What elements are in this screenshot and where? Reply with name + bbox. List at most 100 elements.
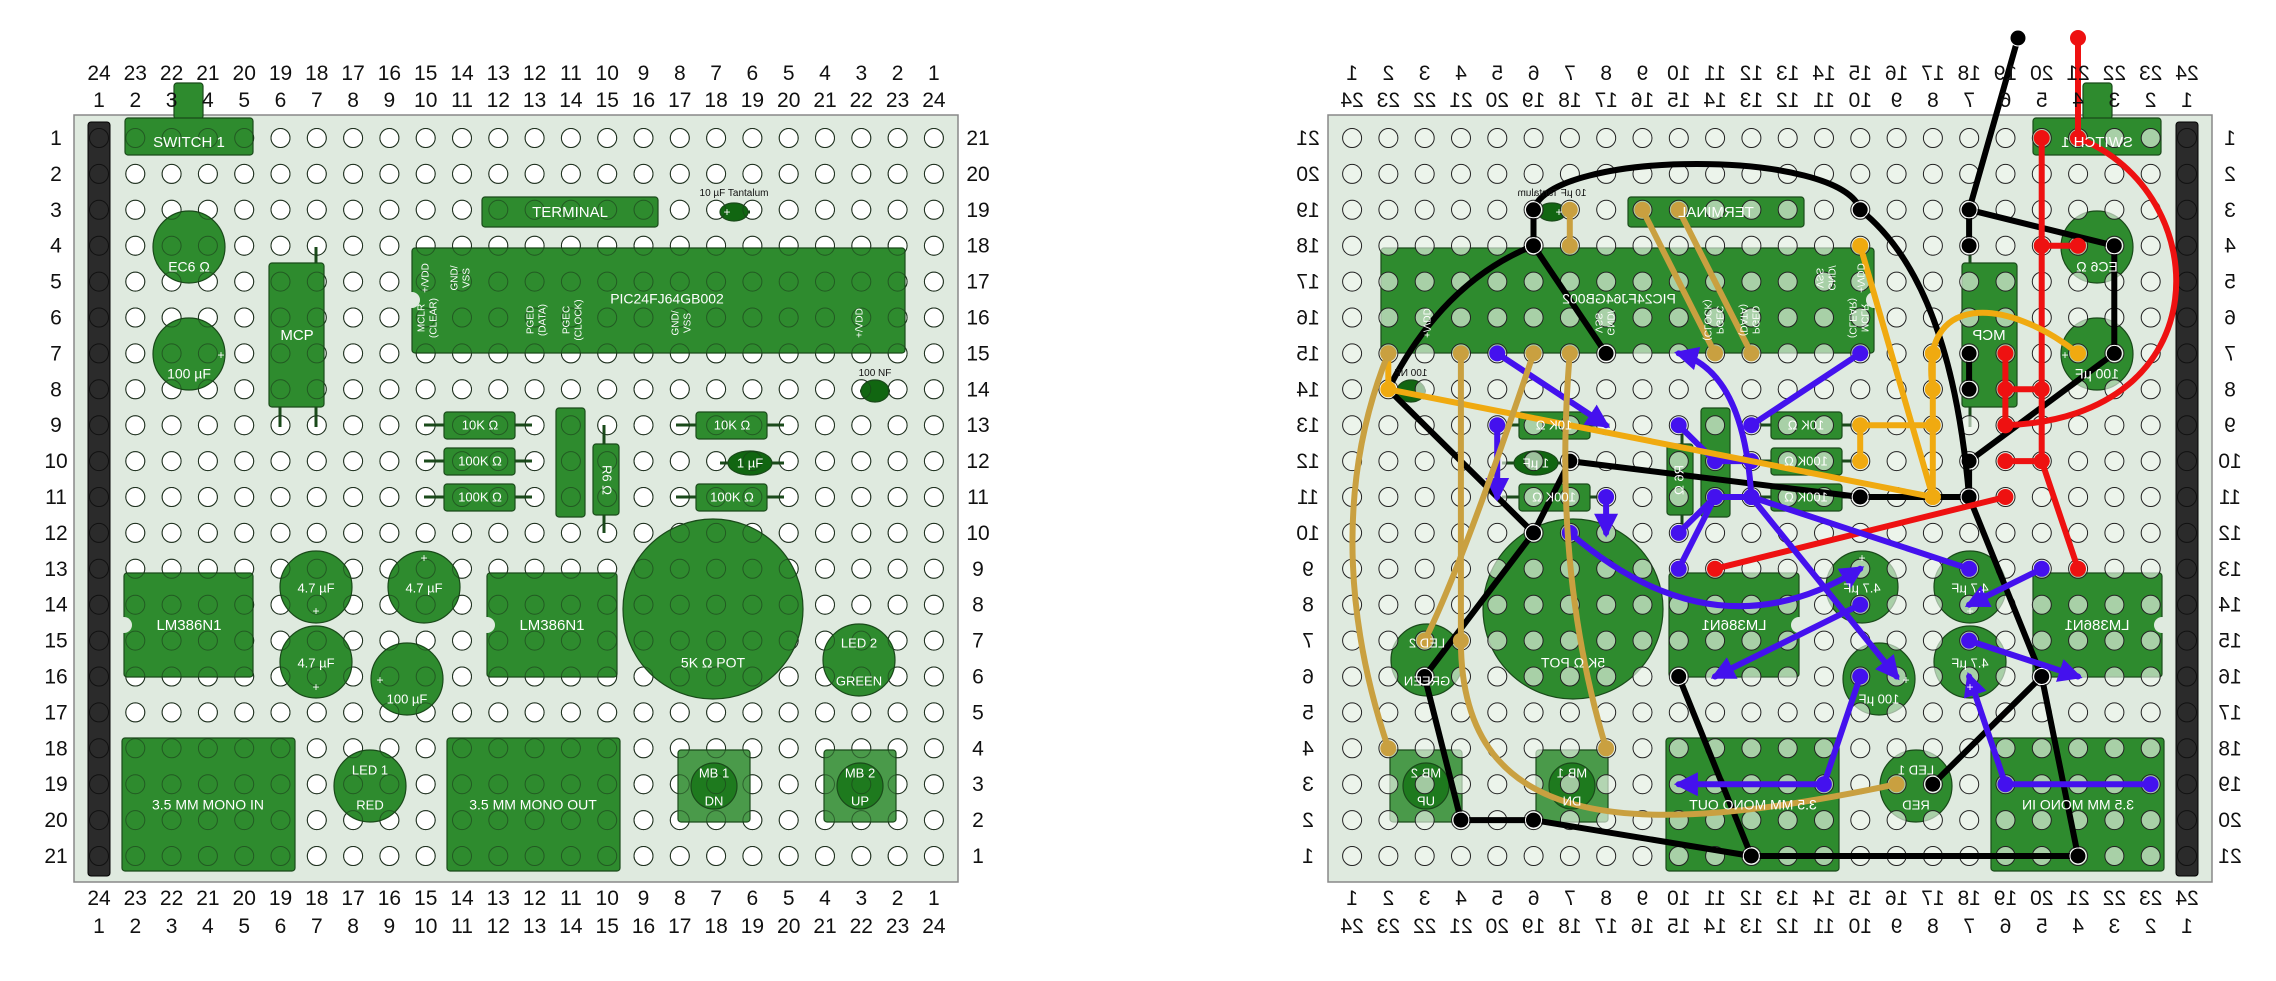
hole (2104, 738, 2125, 759)
hole (778, 487, 799, 507)
button-label: DN (1563, 793, 1582, 808)
hole (633, 666, 654, 687)
hole (306, 271, 327, 292)
hole (1777, 307, 1798, 328)
hole (197, 199, 218, 220)
hole (560, 415, 581, 436)
pin-label: GND/ (450, 265, 461, 290)
hole (706, 379, 727, 400)
hole (851, 666, 872, 687)
hole (2068, 630, 2089, 651)
hole (597, 630, 618, 651)
column-label: 22 (1413, 915, 1436, 938)
column-label: 23 (124, 62, 147, 85)
hole (1342, 666, 1363, 687)
row-label: 10 (44, 450, 67, 473)
row-label: 18 (44, 737, 67, 760)
hole (778, 451, 799, 472)
row-label: 1 (1302, 845, 1314, 868)
wire-endpoint (2142, 776, 2159, 793)
capacitor-100nf (860, 379, 890, 403)
wire-endpoint (1852, 668, 1869, 685)
strip-hole (2177, 558, 2197, 579)
column-label: 4 (2072, 915, 2084, 938)
column-label: 14 (1812, 62, 1836, 85)
column-label: 6 (275, 89, 287, 112)
hole (560, 666, 581, 687)
wire-endpoint (1670, 668, 1688, 685)
wire-endpoint (1670, 524, 1687, 541)
wire-endpoint (2070, 30, 2086, 46)
column-label: 22 (850, 915, 873, 938)
tantalum-capacitor (719, 202, 749, 222)
column-label: 22 (2103, 62, 2126, 85)
column-label: 3 (2109, 915, 2121, 938)
hole (1886, 271, 1907, 292)
strip-hole (89, 199, 109, 220)
column-label: 8 (347, 915, 359, 938)
hole (1668, 307, 1689, 328)
hole (343, 522, 364, 543)
hole (2140, 630, 2161, 651)
column-label: 17 (341, 62, 364, 85)
hole (524, 415, 545, 436)
hole (1487, 666, 1508, 687)
column-label: 24 (1340, 915, 1364, 938)
strip-hole (2177, 199, 2197, 220)
hole (270, 594, 291, 615)
hole (1378, 846, 1399, 866)
hole (197, 666, 218, 687)
hole (1741, 666, 1762, 687)
button-label: MB 1 (699, 765, 729, 780)
hole (923, 846, 944, 866)
hole (815, 379, 835, 400)
row-label: 15 (1296, 342, 1319, 365)
led-label: LED 1 (352, 762, 388, 777)
hole (524, 522, 545, 543)
row-label: 8 (50, 378, 62, 401)
hole (851, 630, 872, 651)
hole (778, 271, 799, 292)
strip-hole (89, 307, 109, 328)
row-label: 2 (972, 809, 984, 832)
hole (306, 163, 327, 184)
wire-endpoint (1707, 560, 1723, 577)
column-label: 9 (1891, 89, 1903, 112)
hole (887, 415, 908, 436)
chip-notch (2154, 617, 2170, 633)
row-label: 6 (1302, 666, 1314, 689)
hole (1632, 774, 1653, 795)
capacitor-label: 4.7 µF (1843, 580, 1880, 595)
wire-blue (1748, 494, 1900, 681)
row-label: 5 (972, 701, 984, 724)
hole (887, 128, 908, 148)
hole (851, 702, 872, 723)
resistor-100k (695, 483, 768, 512)
hole (633, 738, 654, 759)
polarity-plus-sign: + (1902, 673, 1909, 687)
hole (488, 307, 509, 328)
hole (306, 199, 327, 220)
hole (524, 774, 545, 795)
row-label: 20 (44, 809, 67, 832)
button-label: UP (851, 793, 869, 808)
hole (343, 415, 364, 436)
hole (706, 163, 727, 184)
wire-endpoint (1997, 776, 2014, 793)
hole (452, 343, 472, 364)
hole (379, 594, 400, 615)
wire-endpoint (1561, 237, 1578, 254)
switch-tab (2082, 82, 2113, 120)
wire-endpoint (1489, 417, 1506, 434)
wire-blue (1675, 494, 1718, 572)
hole (1342, 271, 1363, 292)
column-label: 12 (487, 915, 510, 938)
column-label: 18 (704, 915, 727, 938)
hole (1814, 199, 1834, 220)
hole (1559, 738, 1580, 759)
hole (923, 738, 944, 759)
hole (1741, 271, 1762, 292)
hole (270, 271, 291, 292)
hole (452, 271, 472, 292)
